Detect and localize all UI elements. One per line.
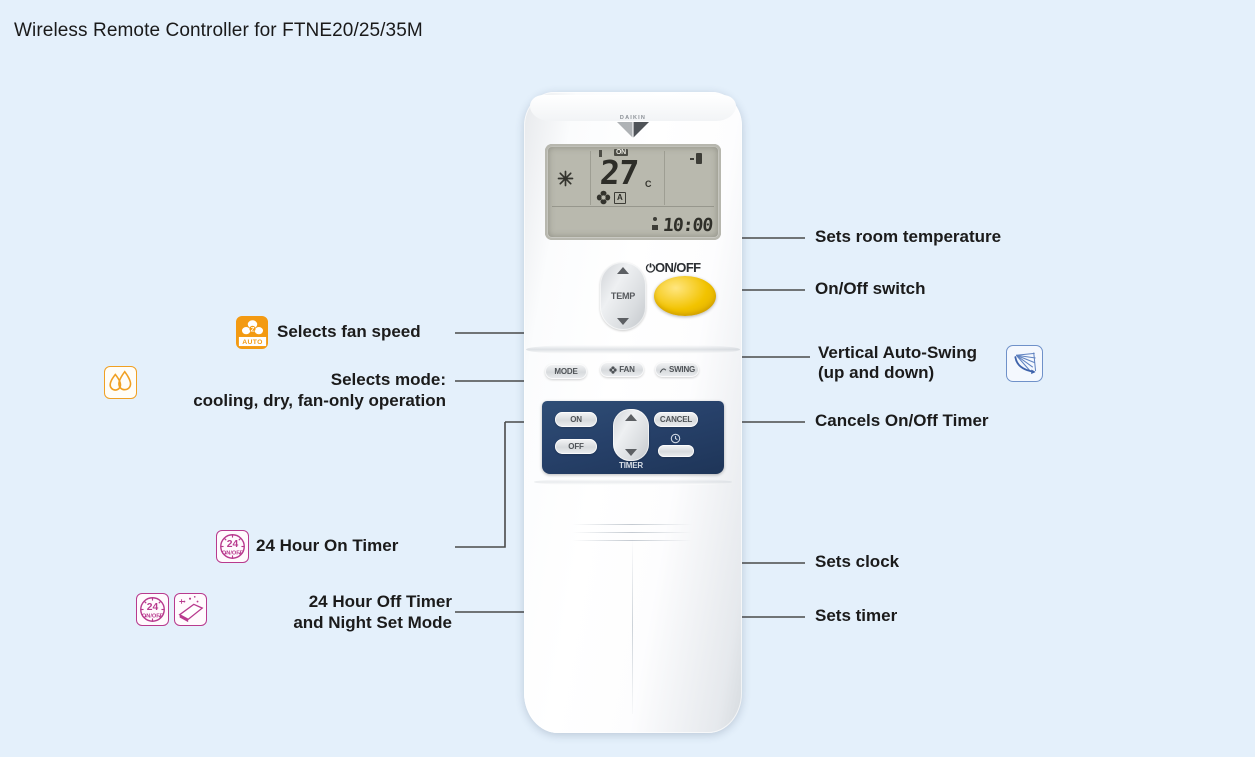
timer-panel: ON OFF TIMER CANCEL xyxy=(542,401,724,474)
svg-text:ON/OFF: ON/OFF xyxy=(222,550,244,556)
page-title: Wireless Remote Controller for FTNE20/25… xyxy=(14,20,423,41)
lcd-display-frame: ON 27 C xyxy=(545,144,721,240)
swing-button-label: SWING xyxy=(668,365,696,374)
snowflake-mode-icon xyxy=(557,170,574,187)
annotation-vertical-auto-swing-line1: Vertical Auto-Swing xyxy=(818,343,978,362)
annotation-mode-line2: cooling, dry, fan-only operation xyxy=(193,391,446,410)
fan-button[interactable]: FAN xyxy=(600,362,644,377)
lcd-onoff-tag: ON xyxy=(614,149,628,156)
timer-button-label: TIMER xyxy=(619,461,643,470)
temp-up-arrow-icon[interactable] xyxy=(617,267,629,274)
clock-icon xyxy=(670,431,681,444)
cancel-button[interactable]: CANCEL xyxy=(654,412,698,427)
vertical-swing-icon xyxy=(1006,345,1043,382)
timer-up-arrow-icon[interactable] xyxy=(625,414,637,421)
cancel-button-label: CANCEL xyxy=(659,415,693,424)
lcd-display: ON 27 C xyxy=(548,147,718,237)
fan-auto-icon: Z AUTO xyxy=(236,316,268,349)
fan-blades-icon xyxy=(609,365,617,374)
lcd-temperature-unit: C xyxy=(645,179,652,189)
battery-dash-icon xyxy=(690,158,694,160)
lcd-signal-bar xyxy=(599,150,602,157)
mode-button-label: MODE xyxy=(554,367,578,376)
temp-button-label: TEMP xyxy=(610,291,636,301)
svg-text:24: 24 xyxy=(227,539,239,550)
remote-top-cap xyxy=(530,95,736,121)
remote-controller: DAIKIN xyxy=(524,92,742,733)
svg-text:Z: Z xyxy=(250,326,254,333)
fan-blades-icon xyxy=(596,190,611,205)
timer-off-label: OFF xyxy=(568,442,584,451)
annotation-24h-off-timer-line2: and Night Set Mode xyxy=(293,613,452,632)
battery-door-seam xyxy=(632,538,633,714)
timer-updown-button[interactable] xyxy=(613,409,649,461)
temp-button[interactable]: TEMP xyxy=(600,262,646,330)
clock-24-onoff-icon: 24 ON/OFF xyxy=(216,530,249,563)
svg-text:DAIKIN: DAIKIN xyxy=(620,115,646,121)
annotation-mode-line1: Selects mode: xyxy=(330,370,446,389)
water-droplets-dry-icon xyxy=(104,366,137,399)
annotation-vertical-auto-swing-line2: (up and down) xyxy=(818,363,935,382)
annotation-sets-clock: Sets clock xyxy=(815,552,900,571)
lcd-temperature-value: 27 xyxy=(598,153,640,192)
annotation-fan-speed: Selects fan speed xyxy=(277,322,421,341)
annotation-24h-off-timer-line1: 24 Hour Off Timer xyxy=(308,592,452,611)
daikin-logo-icon: DAIKIN xyxy=(609,112,657,139)
night-set-mode-icon xyxy=(174,593,207,626)
onoff-power-button[interactable] xyxy=(654,276,716,316)
timer-on-button[interactable]: ON xyxy=(555,412,597,427)
battery-icon xyxy=(696,153,702,164)
remote-seam-lower xyxy=(534,479,732,485)
svg-text:AUTO: AUTO xyxy=(242,339,263,346)
clock-24-onoff-icon: 24 ON/OFF xyxy=(136,593,169,626)
swing-arc-icon xyxy=(659,366,667,374)
annotation-onoff-switch: On/Off switch xyxy=(815,279,926,298)
lcd-clock-marker-lower xyxy=(652,225,658,230)
svg-text:ON/OFF: ON/OFF xyxy=(142,613,164,619)
remote-seam-upper xyxy=(526,345,740,354)
lcd-fan-row: A xyxy=(596,190,626,205)
lcd-fan-auto-badge: A xyxy=(614,191,626,204)
fan-button-label: FAN xyxy=(619,365,635,374)
power-symbol-icon xyxy=(645,260,656,273)
mode-button[interactable]: MODE xyxy=(545,364,587,379)
timer-on-label: ON xyxy=(570,415,582,424)
annotation-sets-room-temperature: Sets room temperature xyxy=(815,227,1002,246)
timer-off-button[interactable]: OFF xyxy=(555,439,597,454)
annotation-cancels-onoff-timer: Cancels On/Off Timer xyxy=(815,411,989,430)
lcd-clock-marker-upper xyxy=(653,217,657,221)
clock-set-button[interactable] xyxy=(658,445,694,457)
annotation-sets-timer: Sets timer xyxy=(815,606,898,625)
lcd-clock-value: 10:00 xyxy=(661,215,713,236)
temp-down-arrow-icon[interactable] xyxy=(617,318,629,325)
timer-down-arrow-icon[interactable] xyxy=(625,449,637,456)
svg-text:24: 24 xyxy=(147,602,159,613)
onoff-button-label: ON/OFF xyxy=(655,260,701,275)
swing-button[interactable]: SWING xyxy=(655,362,699,377)
annotation-24h-on-timer: 24 Hour On Timer xyxy=(256,536,399,555)
